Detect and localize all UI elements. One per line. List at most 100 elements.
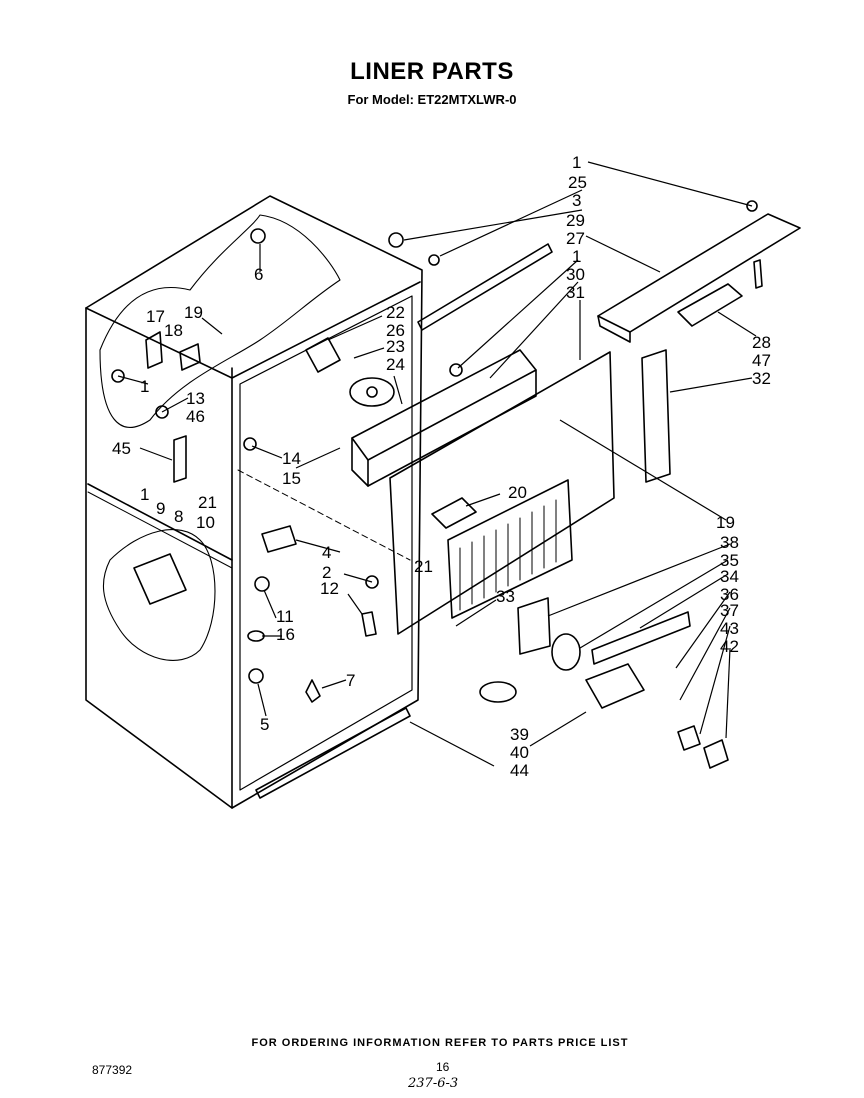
callout-16: 16 <box>276 625 295 644</box>
page-title: LINER PARTS <box>350 58 514 85</box>
liner-outline <box>85 195 423 809</box>
part-12 <box>361 611 377 637</box>
lower-wire-harness <box>102 529 216 661</box>
callout-38: 38 <box>720 533 739 552</box>
liner-top-rear-edge <box>231 281 421 379</box>
callout-3: 3 <box>572 191 581 210</box>
part-6 <box>250 228 266 244</box>
part-2 <box>365 575 379 589</box>
part-5 <box>248 668 264 684</box>
bottom-rail <box>255 707 411 799</box>
top-rail-left <box>417 243 553 331</box>
callout-29: 29 <box>566 211 585 230</box>
part-1-left <box>111 369 125 383</box>
motor-bracket <box>305 337 341 373</box>
socket-37 <box>585 663 645 709</box>
column-32 <box>641 349 671 483</box>
part-16 <box>247 630 265 642</box>
bracket-47 <box>677 283 743 327</box>
callout-33: 33 <box>496 587 515 606</box>
callout-23: 23 <box>386 337 405 356</box>
callout-42: 42 <box>720 637 739 656</box>
leader-lines <box>117 161 757 767</box>
callout-24: 24 <box>386 355 405 374</box>
clip-1-top <box>746 200 758 212</box>
switch-43 <box>677 725 701 751</box>
callout-6: 6 <box>254 265 263 284</box>
callout-34: 34 <box>720 567 739 586</box>
callout-17: 17 <box>146 307 165 326</box>
callout-12: 12 <box>320 579 339 598</box>
part-9-8 <box>133 553 187 605</box>
callout-36: 36 <box>720 585 739 604</box>
callout-35: 35 <box>720 551 739 570</box>
callout-7: 7 <box>346 671 355 690</box>
top-rail-long <box>597 213 801 333</box>
callout-20: 20 <box>508 483 527 502</box>
callout-14: 14 <box>282 449 301 468</box>
callout-9: 9 <box>156 499 165 518</box>
switch-cover-42 <box>703 739 729 769</box>
light-strip-34 <box>591 611 691 665</box>
clip-1-mid <box>449 363 463 377</box>
divider-edge-lower <box>87 491 233 569</box>
callout-1-lower: 1 <box>140 485 149 504</box>
callout-21-left: 21 <box>198 493 217 512</box>
part-13 <box>155 405 169 419</box>
callout-47: 47 <box>752 351 771 370</box>
control-housing-bottom <box>367 369 537 487</box>
duct-panel <box>389 351 615 635</box>
part-14 <box>243 437 257 451</box>
callout-25: 25 <box>568 173 587 192</box>
callout-21-center: 21 <box>414 557 433 576</box>
bracket-45 <box>173 435 187 483</box>
callout-31: 31 <box>566 283 585 302</box>
model-subtitle: For Model: ET22MTXLWR-0 <box>347 92 517 107</box>
handwritten-note: 237-6-3 <box>408 1076 459 1091</box>
callout-1-left: 1 <box>140 377 149 396</box>
fan-blade <box>349 377 395 407</box>
control-housing-side <box>351 437 369 487</box>
callout-28: 28 <box>752 333 771 352</box>
page-number: 16 <box>436 1060 450 1074</box>
clip-25 <box>428 254 440 266</box>
ordering-note: FOR ORDERING INFORMATION REFER TO PARTS … <box>251 1037 629 1049</box>
callout-39: 39 <box>510 725 529 744</box>
callout-10: 10 <box>196 513 215 532</box>
callout-5: 5 <box>260 715 269 734</box>
grille-slats <box>459 499 557 611</box>
callout-44: 44 <box>510 761 529 780</box>
bulb-39 <box>479 681 517 703</box>
grille <box>447 479 573 619</box>
callout-40: 40 <box>510 743 529 762</box>
part-20 <box>431 497 477 529</box>
callout-26: 26 <box>386 321 405 340</box>
callout-15: 15 <box>282 469 301 488</box>
callout-4: 4 <box>322 543 331 562</box>
upper-wire-harness <box>99 214 341 428</box>
callout-32: 32 <box>752 369 771 388</box>
document-number: 877392 <box>92 1063 133 1077</box>
callout-37: 37 <box>720 601 739 620</box>
callout-43: 43 <box>720 619 739 638</box>
gasket-38 <box>517 597 551 655</box>
divider-edge <box>87 483 233 561</box>
callout-45: 45 <box>112 439 131 458</box>
callout-18: 18 <box>164 321 183 340</box>
callout-22: 22 <box>386 303 405 322</box>
part-11 <box>254 576 270 592</box>
callout-1-mid: 1 <box>572 247 581 266</box>
divider-dashed <box>237 469 411 561</box>
callout-30: 30 <box>566 265 585 284</box>
screw-28 <box>753 259 763 289</box>
callout-11: 11 <box>276 607 294 626</box>
liner-top-edge <box>85 307 233 379</box>
callout-labels: 1 25 3 29 27 1 30 31 22 26 23 24 28 47 3… <box>112 153 771 780</box>
callout-2: 2 <box>322 563 331 582</box>
callout-19-left: 19 <box>184 303 203 322</box>
callout-27: 27 <box>566 229 585 248</box>
callout-1-top: 1 <box>572 153 581 172</box>
top-rail-long-edge <box>597 315 631 343</box>
part-18 <box>179 343 201 371</box>
